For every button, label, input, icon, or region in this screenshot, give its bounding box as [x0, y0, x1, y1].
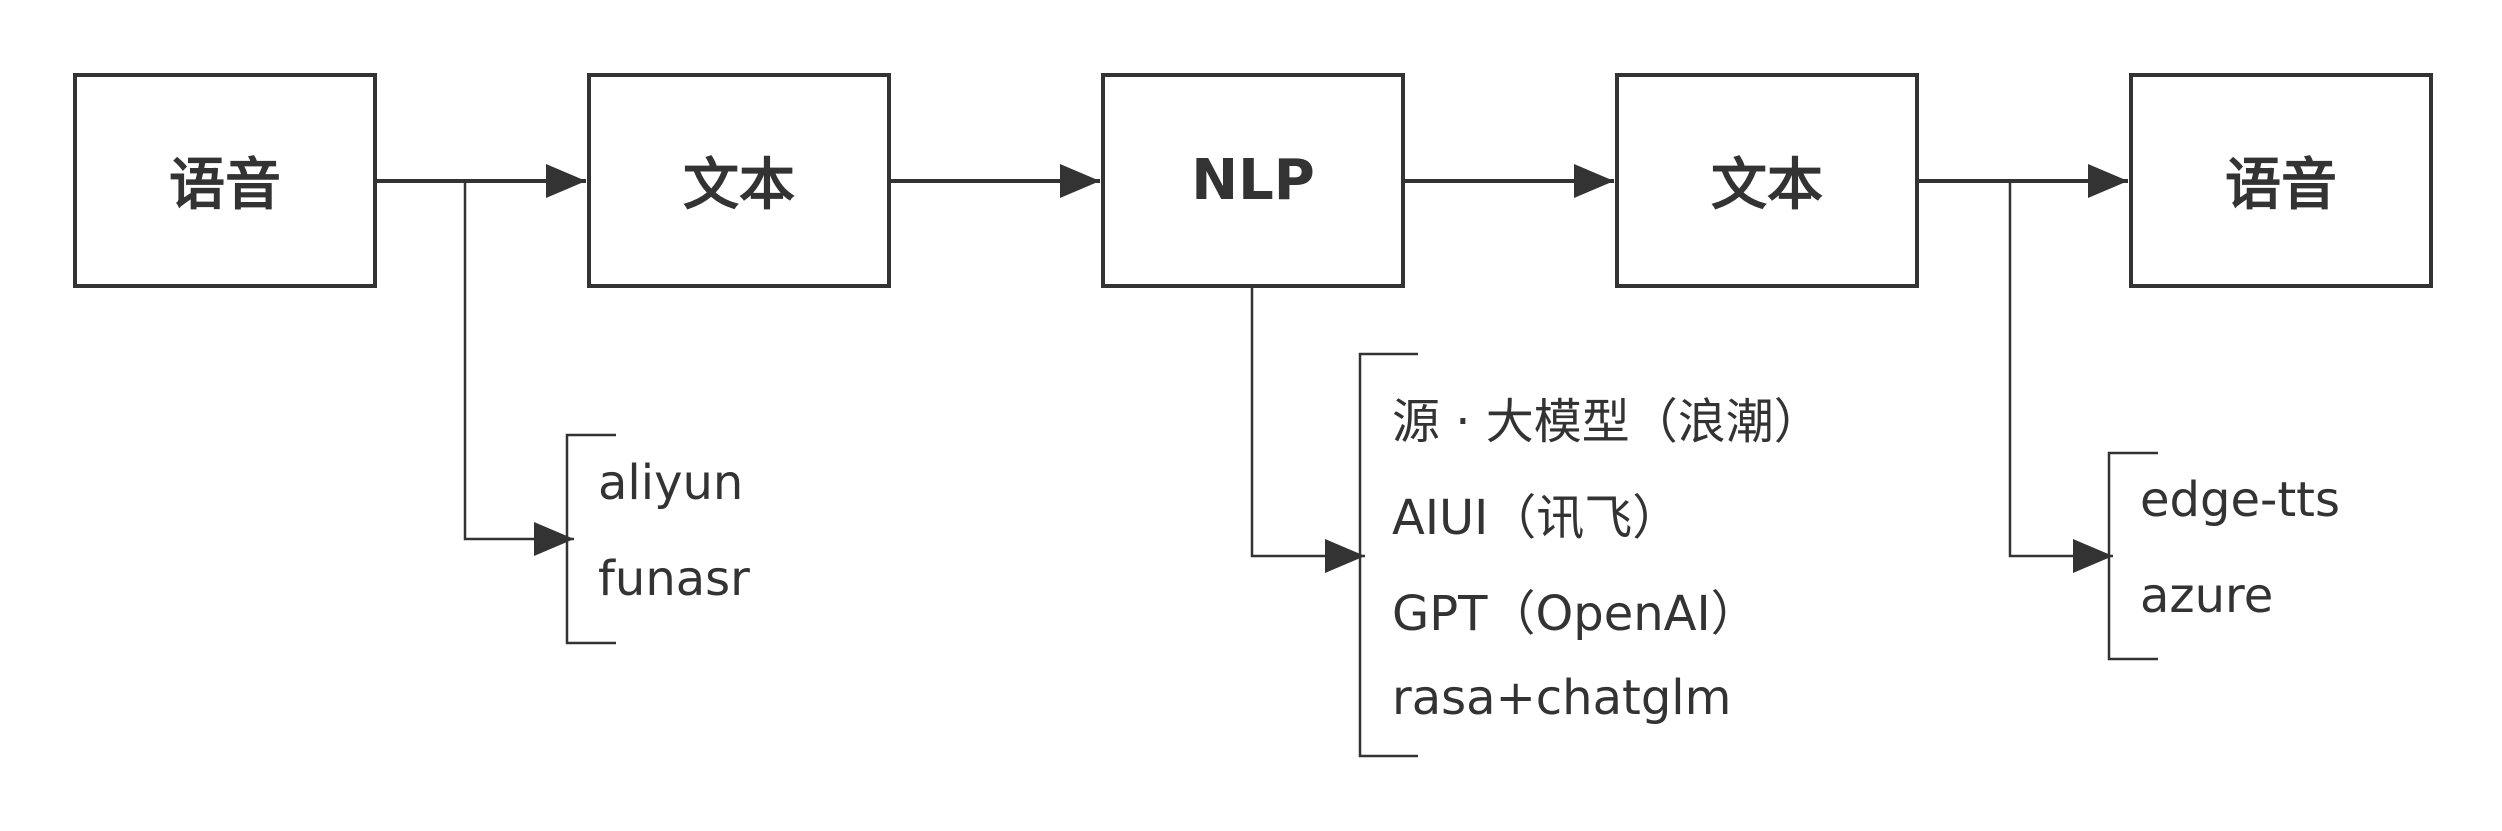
- tts-bracket: [2107, 451, 2158, 661]
- tts-branch-connector: [2008, 181, 2113, 573]
- node-text-reply: 文本: [1615, 73, 1919, 288]
- nlp-option: GPT（OpenAI）: [1392, 586, 1759, 642]
- nlp-branch-connector: [1250, 287, 1365, 573]
- node-nlp-label: NLP: [1191, 148, 1315, 213]
- node-text-asr: 文本: [587, 73, 891, 288]
- tts-option: edge-tts: [2140, 472, 2340, 528]
- node-nlp: NLP: [1101, 73, 1405, 288]
- node-speech-output-label: 语音: [2225, 153, 2337, 218]
- node-speech-input: 语音: [73, 73, 377, 288]
- nlp-option: AIUI（讯飞）: [1392, 490, 1681, 546]
- tts-option: azure: [2140, 568, 2274, 624]
- node-text-reply-label: 文本: [1711, 153, 1823, 218]
- nlp-option: 源 · 大模型（浪潮）: [1392, 394, 1822, 450]
- asr-bracket: [565, 433, 616, 645]
- node-speech-input-label: 语音: [169, 153, 281, 218]
- nlp-option: rasa+chatglm: [1392, 670, 1732, 726]
- nlp-bracket: [1358, 352, 1418, 758]
- asr-option: funasr: [598, 551, 750, 607]
- asr-branch-connector: [463, 181, 574, 556]
- node-text-asr-label: 文本: [683, 153, 795, 218]
- asr-option: aliyun: [598, 455, 744, 511]
- node-speech-output: 语音: [2129, 73, 2433, 288]
